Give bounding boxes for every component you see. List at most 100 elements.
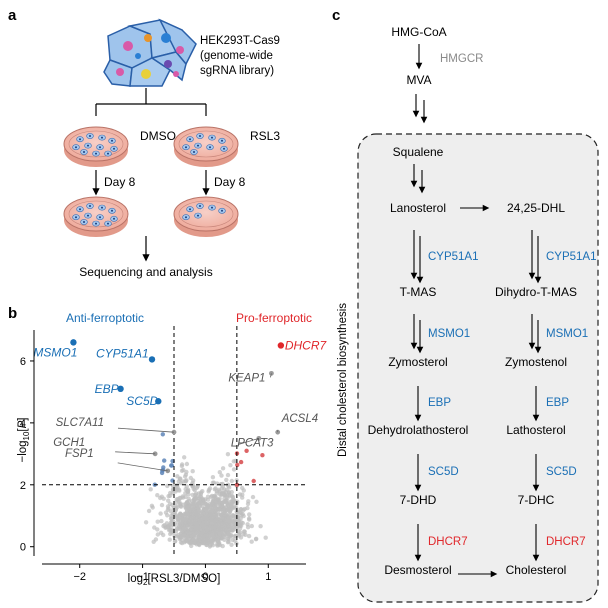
background-point	[204, 516, 210, 522]
background-point	[224, 498, 229, 503]
background-point	[196, 538, 201, 543]
background-point	[146, 508, 152, 514]
background-point	[188, 475, 193, 481]
background-point	[159, 502, 165, 508]
background-point	[155, 519, 160, 524]
background-point	[180, 525, 186, 530]
background-point	[240, 485, 245, 491]
node-hmg-coa: HMG-CoA	[391, 25, 446, 39]
gene-label-sc5d: SC5D	[126, 394, 158, 408]
pro-ferroptotic-point	[251, 478, 256, 484]
background-point	[227, 518, 232, 524]
background-point	[195, 530, 200, 536]
background-point	[191, 486, 196, 491]
background-point	[190, 469, 195, 474]
background-point	[166, 498, 171, 503]
x-tick-label: −1	[136, 571, 149, 583]
node-right-4: Cholesterol	[506, 563, 567, 577]
background-point	[226, 515, 231, 520]
background-point	[155, 493, 160, 498]
background-point	[258, 524, 263, 529]
background-point	[230, 519, 236, 524]
node-right-0: Dihydro-T-MAS	[495, 285, 577, 299]
background-point	[224, 487, 229, 493]
treatment-dmso: DMSO	[140, 129, 176, 143]
background-point	[219, 473, 224, 478]
background-point	[230, 537, 235, 543]
background-point	[213, 486, 218, 491]
background-point	[175, 474, 180, 479]
treatment-rsl3: RSL3	[250, 129, 280, 143]
background-point	[183, 487, 188, 492]
background-point	[175, 517, 181, 522]
background-point	[245, 522, 250, 527]
y-axis-label: −log10[P]	[17, 417, 31, 462]
background-point	[231, 467, 237, 472]
background-point	[178, 480, 184, 486]
distal-pathway-label: Distal cholesterol biosynthesis	[337, 303, 349, 457]
node-right-3: 7-DHC	[518, 493, 555, 507]
background-point	[188, 521, 193, 527]
background-point	[161, 496, 166, 501]
gene-label-cyp51a1: CYP51A1	[96, 346, 149, 360]
day-label-right: Day 8	[214, 175, 246, 189]
background-point	[199, 531, 204, 536]
background-point	[238, 535, 244, 540]
background-point	[204, 513, 210, 518]
dish-dmso-day8	[63, 196, 129, 237]
background-point	[242, 506, 247, 512]
background-point	[240, 511, 245, 517]
category-pro: Pro-ferroptotic	[236, 311, 312, 325]
background-point	[198, 527, 203, 532]
gene-label-ebp: EBP	[95, 382, 119, 396]
gene-label-gch1: GCH1	[53, 437, 85, 449]
background-point	[230, 513, 235, 518]
background-point	[224, 527, 229, 533]
background-point	[226, 531, 231, 536]
threshold-lines	[42, 326, 306, 556]
gene-point-msmo1	[70, 339, 77, 346]
leader-line-fsp1	[117, 462, 168, 472]
node-right-2: Lathosterol	[506, 423, 565, 437]
background-point	[177, 499, 182, 504]
background-point	[167, 537, 172, 542]
gene-point-sc5d	[155, 398, 162, 405]
background-point	[158, 511, 163, 516]
background-point	[201, 497, 206, 502]
gene-label-slc7a11: SLC7A11	[56, 417, 104, 429]
background-point	[246, 533, 252, 539]
background-point	[214, 506, 220, 511]
y-tick-label: 0	[20, 542, 26, 554]
background-point	[227, 508, 233, 513]
background-point	[183, 513, 188, 518]
background-point	[191, 533, 196, 538]
background-point	[247, 512, 252, 517]
x-tick-label: 1	[265, 571, 271, 583]
background-point	[181, 532, 187, 538]
background-point	[203, 525, 208, 530]
background-point	[190, 501, 196, 506]
enzyme-cyp51a1-left: CYP51A1	[428, 251, 479, 263]
background-point	[217, 470, 222, 475]
background-point	[204, 520, 210, 526]
background-point	[213, 499, 219, 505]
panel-label-c: c	[332, 7, 340, 24]
background-point	[234, 505, 239, 511]
x-tick-label: 0	[202, 571, 208, 583]
background-points	[143, 452, 268, 549]
background-point	[249, 523, 254, 529]
background-point	[189, 526, 194, 532]
y-tick-label: 2	[20, 480, 26, 492]
background-point	[263, 535, 268, 540]
background-point	[237, 526, 243, 531]
background-point	[173, 507, 178, 512]
background-point	[148, 487, 153, 492]
pro-ferroptotic-point	[244, 448, 249, 453]
node-left-4: Desmosterol	[384, 563, 451, 577]
background-point	[250, 494, 256, 500]
background-point	[200, 522, 205, 527]
background-point	[182, 455, 187, 460]
background-point	[189, 539, 194, 545]
